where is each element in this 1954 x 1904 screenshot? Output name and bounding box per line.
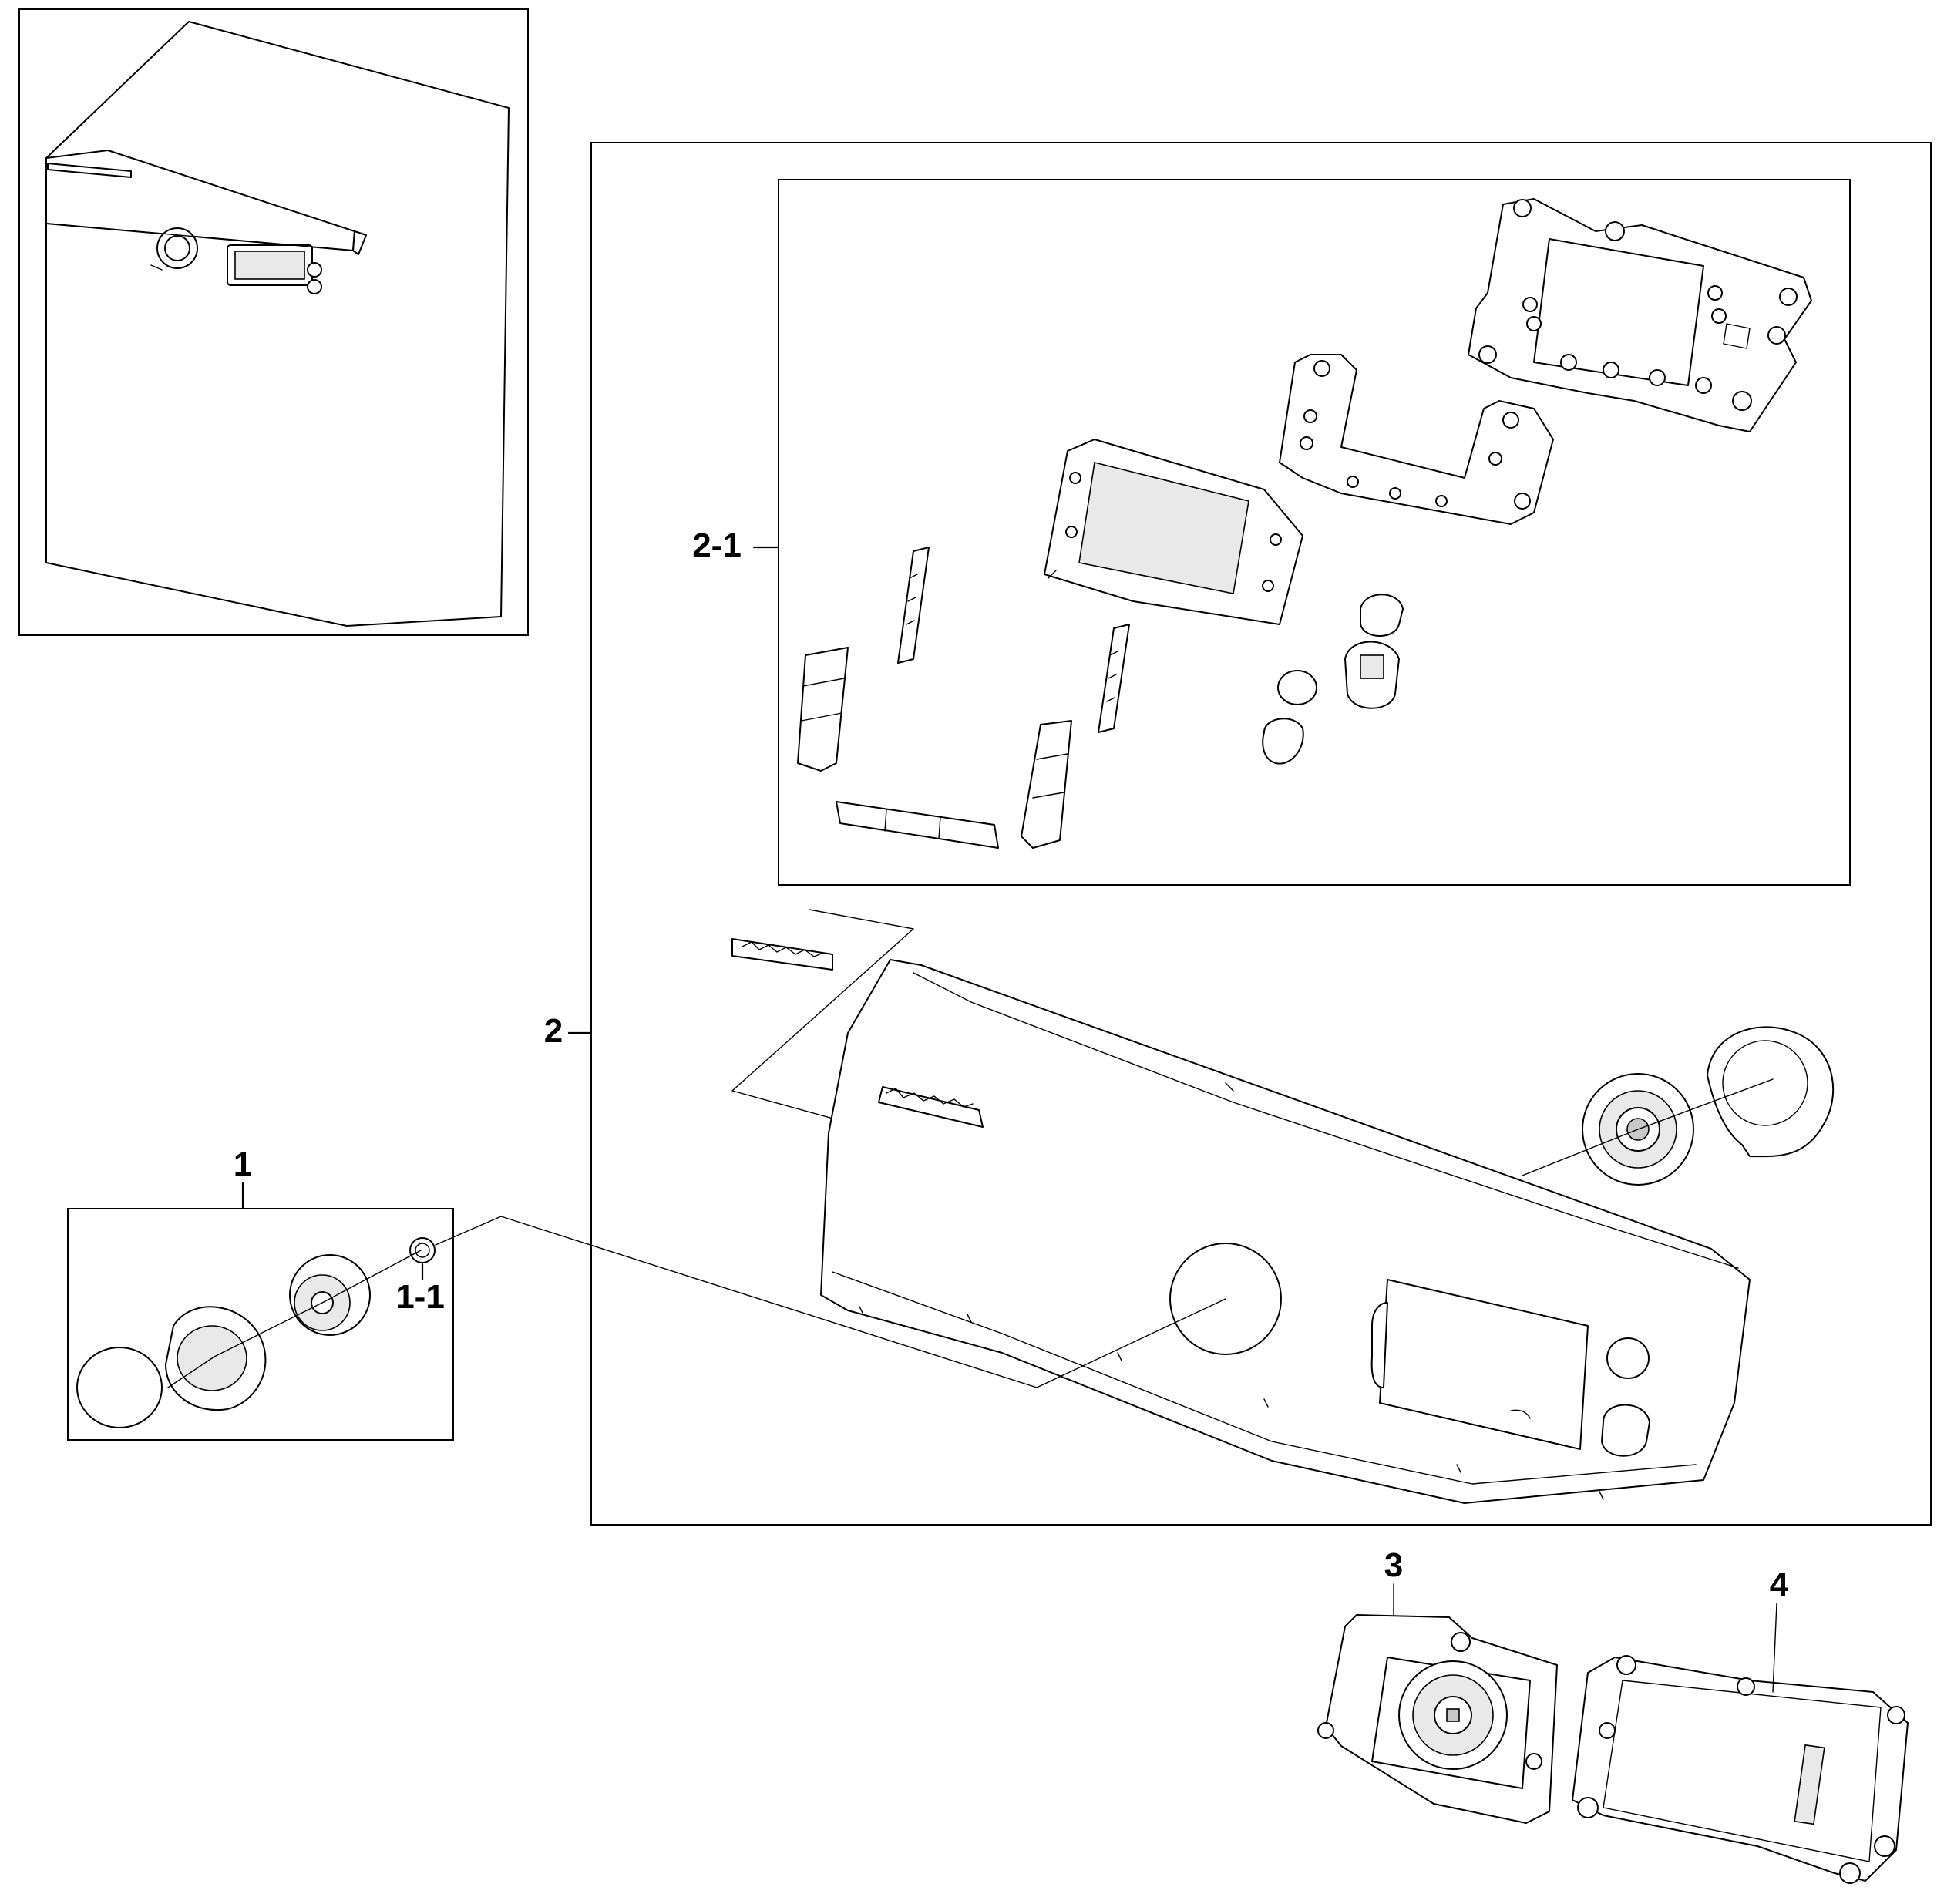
knob-assembly [76, 1216, 1226, 1428]
callout-label-2-1: 2-1 [692, 526, 742, 564]
callout-1: 1 [234, 1145, 252, 1210]
pcb-mounting-frame [1468, 198, 1812, 432]
small-buttons [1262, 594, 1404, 765]
callout-label-1: 1 [234, 1145, 252, 1183]
control-panel-body [820, 959, 1751, 1504]
washer-cabinet [45, 21, 510, 627]
callout-4: 4 [1770, 1566, 1789, 1603]
callout-2: 2 [544, 1012, 593, 1050]
callout-label-2: 2 [544, 1012, 563, 1050]
callout-label-1-1: 1-1 [395, 1278, 445, 1316]
pcb-bracket [1572, 1603, 1909, 1884]
callout-label-3: 3 [1384, 1546, 1403, 1584]
overview-inset [18, 8, 529, 636]
callout-2-1: 2-1 [692, 526, 780, 564]
subassembly-2-1-frame [778, 179, 1851, 886]
knob-assembly-frame [67, 1208, 454, 1441]
callout-3: 3 [1384, 1546, 1403, 1584]
knob-encoder [1522, 1026, 1835, 1186]
button-strips [797, 547, 1130, 849]
callout-1-1: 1-1 [395, 1263, 445, 1316]
knob-holder-bracket [1317, 1583, 1558, 1824]
overview-frame [18, 8, 529, 636]
callout-label-4: 4 [1770, 1566, 1789, 1603]
assembly-2-frame [590, 142, 1932, 1526]
display-housing [1044, 439, 1303, 625]
u-shaped-bracket [1279, 354, 1554, 525]
